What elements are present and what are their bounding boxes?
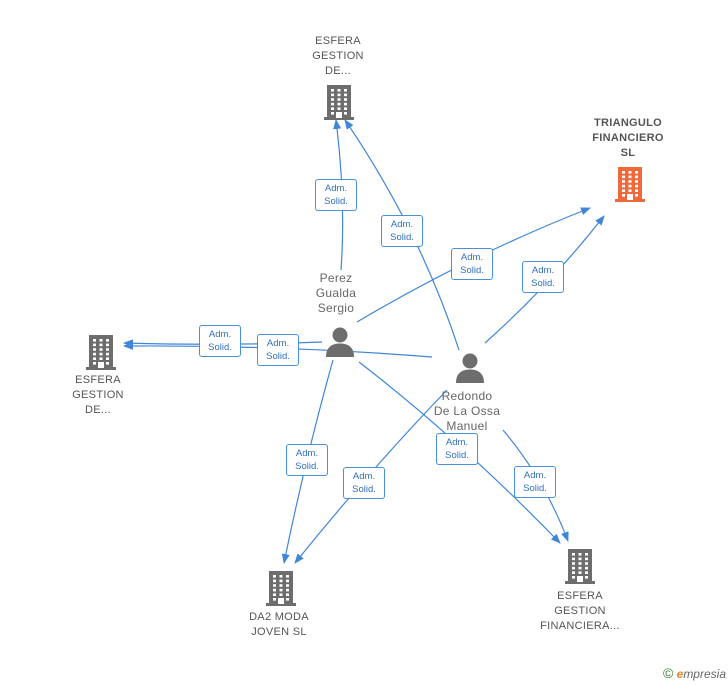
edge-label-perez-da2[interactable]: Adm.Solid. [286,444,328,476]
edge-label-redondo-da2[interactable]: Adm.Solid. [343,467,385,499]
node-label-esfera-fin[interactable]: ESFERA GESTION FINANCIERA... [540,590,620,632]
copyright-brand[interactable]: © empresia [662,665,726,681]
node-label-esfera-left[interactable]: ESFERA GESTION DE... [72,374,124,416]
edge-label-redondo-esfera-top[interactable]: Adm.Solid. [381,215,423,247]
edge-label-redondo-esfera-left[interactable]: Adm.Solid. [257,334,299,366]
node-label-triangulo[interactable]: TRIANGULO FINANCIERO SL [592,117,664,159]
building-icon-triangulo[interactable] [613,166,647,202]
edge-label-perez-esfera-top[interactable]: Adm.Solid. [315,179,357,211]
node-label-perez[interactable]: Perez Gualda Sergio [315,271,357,315]
node-label-redondo[interactable]: Redondo De La Ossa Manuel [433,389,501,433]
node-label-esfera-top[interactable]: ESFERA GESTION DE... [312,35,364,77]
edge-label-perez-esfera-fin[interactable]: Adm.Solid. [436,433,478,465]
person-icon-perez[interactable] [323,326,357,358]
building-icon-esfera-left[interactable] [84,334,118,370]
copyright-icon: © [662,665,674,681]
building-icon-esfera-top[interactable] [322,84,356,120]
edge-label-redondo-triangulo[interactable]: Adm.Solid. [522,261,564,293]
person-icon-redondo[interactable] [453,352,487,384]
edge-label-perez-triangulo[interactable]: Adm.Solid. [451,248,493,280]
building-icon-esfera-fin[interactable] [563,548,597,584]
edge-label-redondo-esfera-fin[interactable]: Adm.Solid. [514,466,556,498]
edge-label-perez-esfera-left[interactable]: Adm.Solid. [199,325,241,357]
node-label-da2[interactable]: DA2 MODA JOVEN SL [249,611,309,638]
building-icon-da2[interactable] [264,570,298,606]
